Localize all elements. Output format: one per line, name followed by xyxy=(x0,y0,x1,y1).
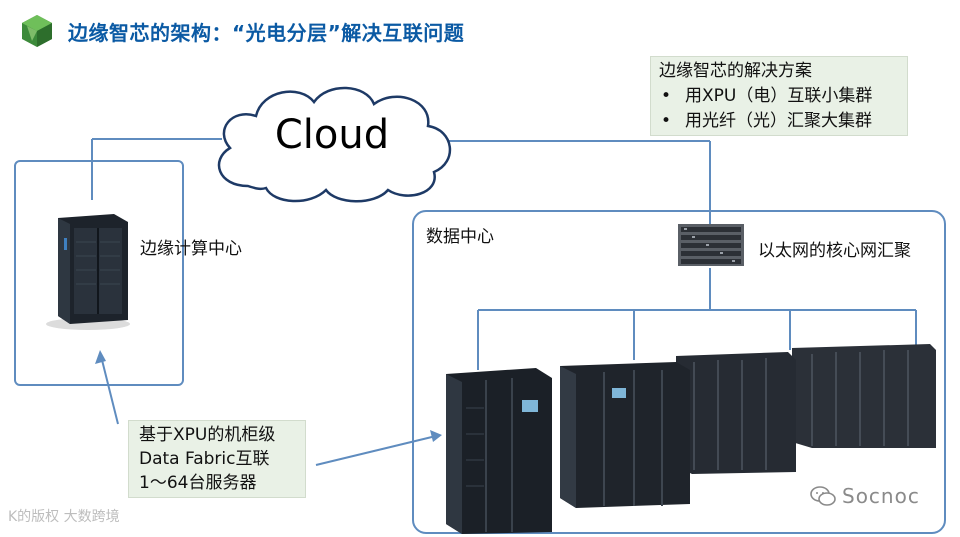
fabric-to-edge-arrow xyxy=(100,355,119,425)
edge-computing-label: 边缘计算中心 xyxy=(140,239,242,259)
wechat-icon xyxy=(810,486,836,506)
solution-title: 边缘智芯的解决方案 xyxy=(659,61,812,81)
corner-watermark: K的版权 大数跨境 xyxy=(8,509,120,525)
socnoc-watermark: Socnoc xyxy=(810,484,920,508)
solution-note: 边缘智芯的解决方案 • 用XPU（电）互联小集群 • 用光纤（光）汇聚大集群 xyxy=(650,56,908,136)
rack-clusters xyxy=(446,344,936,534)
core-network-label: 以太网的核心网汇聚 xyxy=(758,241,911,261)
rack-cluster-4 xyxy=(792,344,936,448)
datacenter-label: 数据中心 xyxy=(426,227,494,247)
bullet-glyph: • xyxy=(661,86,672,106)
rack-cluster-1 xyxy=(446,368,552,534)
edge-server-rack-icon xyxy=(46,214,130,330)
fabric-note: 基于XPU的机柜级 Data Fabric互联 1～64台服务器 xyxy=(128,420,306,498)
fabric-line-1: 基于XPU的机柜级 xyxy=(139,425,276,445)
solution-bullet: • 用XPU（电）互联小集群 xyxy=(659,84,899,109)
company-logo-icon xyxy=(22,15,52,47)
fabric-to-rack-arrow xyxy=(315,435,437,466)
solution-bullet-text: 用XPU（电）互联小集群 xyxy=(685,86,873,106)
solution-bullet: • 用光纤（光）汇聚大集群 xyxy=(659,109,899,134)
bullet-glyph: • xyxy=(661,111,672,131)
page-title: 边缘智芯的架构：“光电分层”解决互联问题 xyxy=(68,21,465,45)
rack-cluster-3 xyxy=(676,352,796,474)
cloud-shape xyxy=(217,86,451,203)
cloud-label: Cloud xyxy=(274,112,390,158)
core-switch-icon xyxy=(678,224,744,266)
solution-bullet-text: 用光纤（光）汇聚大集群 xyxy=(685,111,872,131)
arrowhead-rack xyxy=(430,430,442,442)
fabric-line-3: 1～64台服务器 xyxy=(139,473,257,493)
rack-cluster-2 xyxy=(560,362,690,508)
edge-computing-box xyxy=(14,160,184,386)
datacenter-box xyxy=(412,210,946,534)
fabric-line-2: Data Fabric互联 xyxy=(139,449,270,469)
socnoc-text: Socnoc xyxy=(842,484,920,508)
arrowhead-edge xyxy=(95,350,106,364)
